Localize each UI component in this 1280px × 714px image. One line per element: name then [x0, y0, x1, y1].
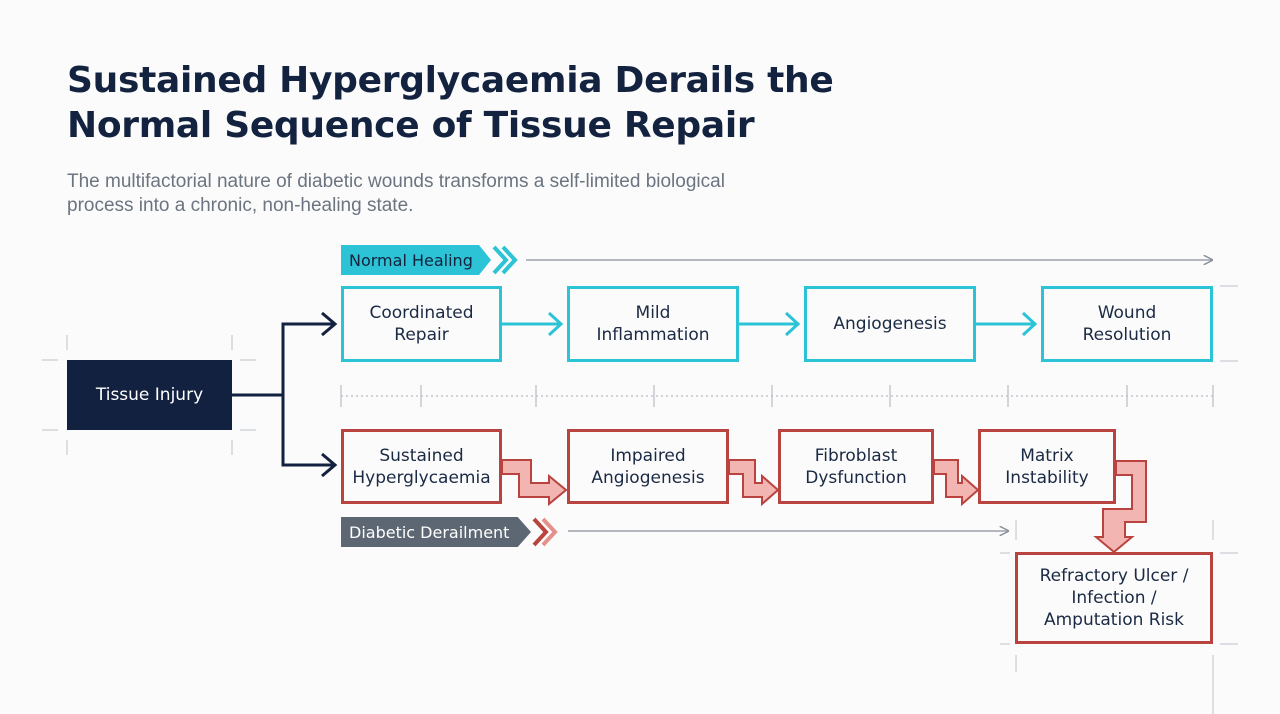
step-label: Repair	[394, 325, 449, 345]
subtitle-line-2: process into a chronic, non-healing stat…	[67, 195, 414, 216]
step-label: Angiogenesis	[591, 467, 705, 488]
diabetic-arrows	[501, 459, 1147, 554]
tissue-injury-box: Tissue Injury	[67, 360, 232, 430]
step-label: Dysfunction	[805, 467, 907, 488]
diabetic-tag-chevron-icon	[532, 517, 558, 547]
timeline-ruler	[340, 385, 1214, 407]
subtitle-line-1: The multifactorial nature of diabetic wo…	[67, 171, 725, 192]
refractory-ulcer-outcome-box: Refractory Ulcer / Infection / Amputatio…	[1015, 552, 1213, 644]
diagram-subtitle: The multifactorial nature of diabetic wo…	[67, 170, 867, 218]
step-label: Sustained	[379, 445, 464, 466]
outcome-label: Infection /	[1071, 588, 1157, 608]
outcome-label: Amputation Risk	[1043, 610, 1185, 630]
step-label: Matrix	[1020, 445, 1074, 466]
step-label: Coordinated	[369, 303, 474, 323]
step-label: Instability	[1005, 467, 1089, 488]
normal-tag-chevron-icon	[492, 245, 518, 275]
step-label: Mild	[635, 303, 671, 323]
outcome-label: Refractory Ulcer /	[1039, 566, 1189, 586]
title-line-2: Normal Sequence of Tissue Repair	[67, 105, 755, 146]
step-label: Angiogenesis	[833, 314, 947, 334]
tissue-injury-label: Tissue Injury	[95, 385, 204, 405]
step-label: Impaired	[610, 445, 686, 466]
step-label: Inflammation	[596, 325, 710, 345]
step-label: Wound	[1097, 303, 1157, 323]
step-label: Resolution	[1082, 325, 1172, 345]
step-label: Hyperglycaemia	[352, 467, 491, 488]
normal-arrows	[502, 311, 1038, 337]
angiogenesis-box: Angiogenesis	[804, 286, 976, 362]
guide-ticks	[42, 285, 1238, 714]
title-line-1: Sustained Hyperglycaemia Derails the	[67, 60, 834, 101]
diabetic-derailment-tag: Diabetic Derailment	[341, 517, 531, 547]
normal-healing-tag: Normal Healing	[341, 245, 491, 275]
branch-connector	[232, 311, 338, 478]
diagram-title: Sustained Hyperglycaemia Derails the Nor…	[67, 58, 967, 148]
step-label: Fibroblast	[814, 445, 898, 466]
